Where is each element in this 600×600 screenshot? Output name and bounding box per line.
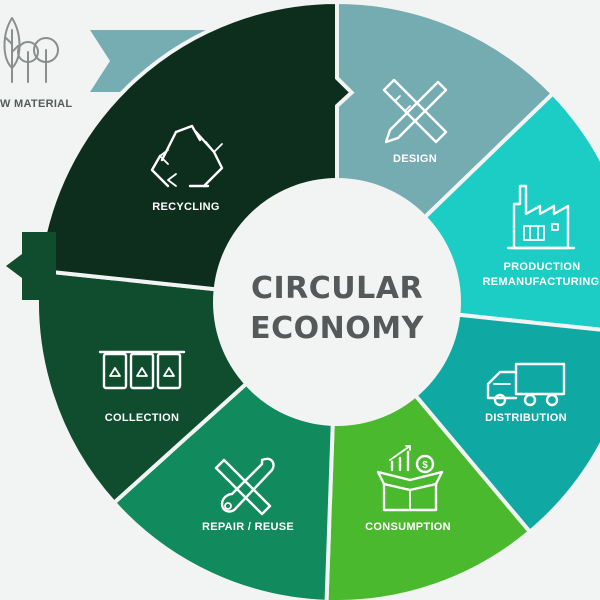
recycling-label: RECYCLING: [152, 201, 219, 213]
production-label-line2: REMANUFACTURING: [483, 276, 600, 288]
recycle-bins-icon: [98, 350, 186, 390]
distribution-label: DISTRIBUTION: [485, 412, 567, 424]
center-circle: [213, 178, 461, 426]
recycle-icon: [150, 124, 224, 188]
svg-text:$: $: [422, 460, 428, 471]
box-money-icon: $: [376, 445, 444, 512]
collection-label: COLLECTION: [105, 412, 180, 424]
center-title-line1: CIRCULAR: [251, 271, 423, 306]
wrench-screwdriver-icon: [214, 457, 275, 516]
production-label-line1: PRODUCTION: [504, 261, 581, 273]
center-title-line2: ECONOMY: [250, 311, 424, 346]
ruler-pencil-icon: [382, 78, 448, 144]
repair-label: REPAIR / REUSE: [202, 521, 294, 533]
design-label: DESIGN: [393, 153, 437, 165]
raw-material-label: W MATERIAL: [0, 98, 72, 110]
consumption-label: CONSUMPTION: [365, 521, 451, 533]
trees-icon: [3, 17, 59, 83]
truck-icon: [486, 362, 566, 407]
factory-icon: [506, 184, 576, 250]
recycling-input-arrow: [6, 232, 56, 300]
